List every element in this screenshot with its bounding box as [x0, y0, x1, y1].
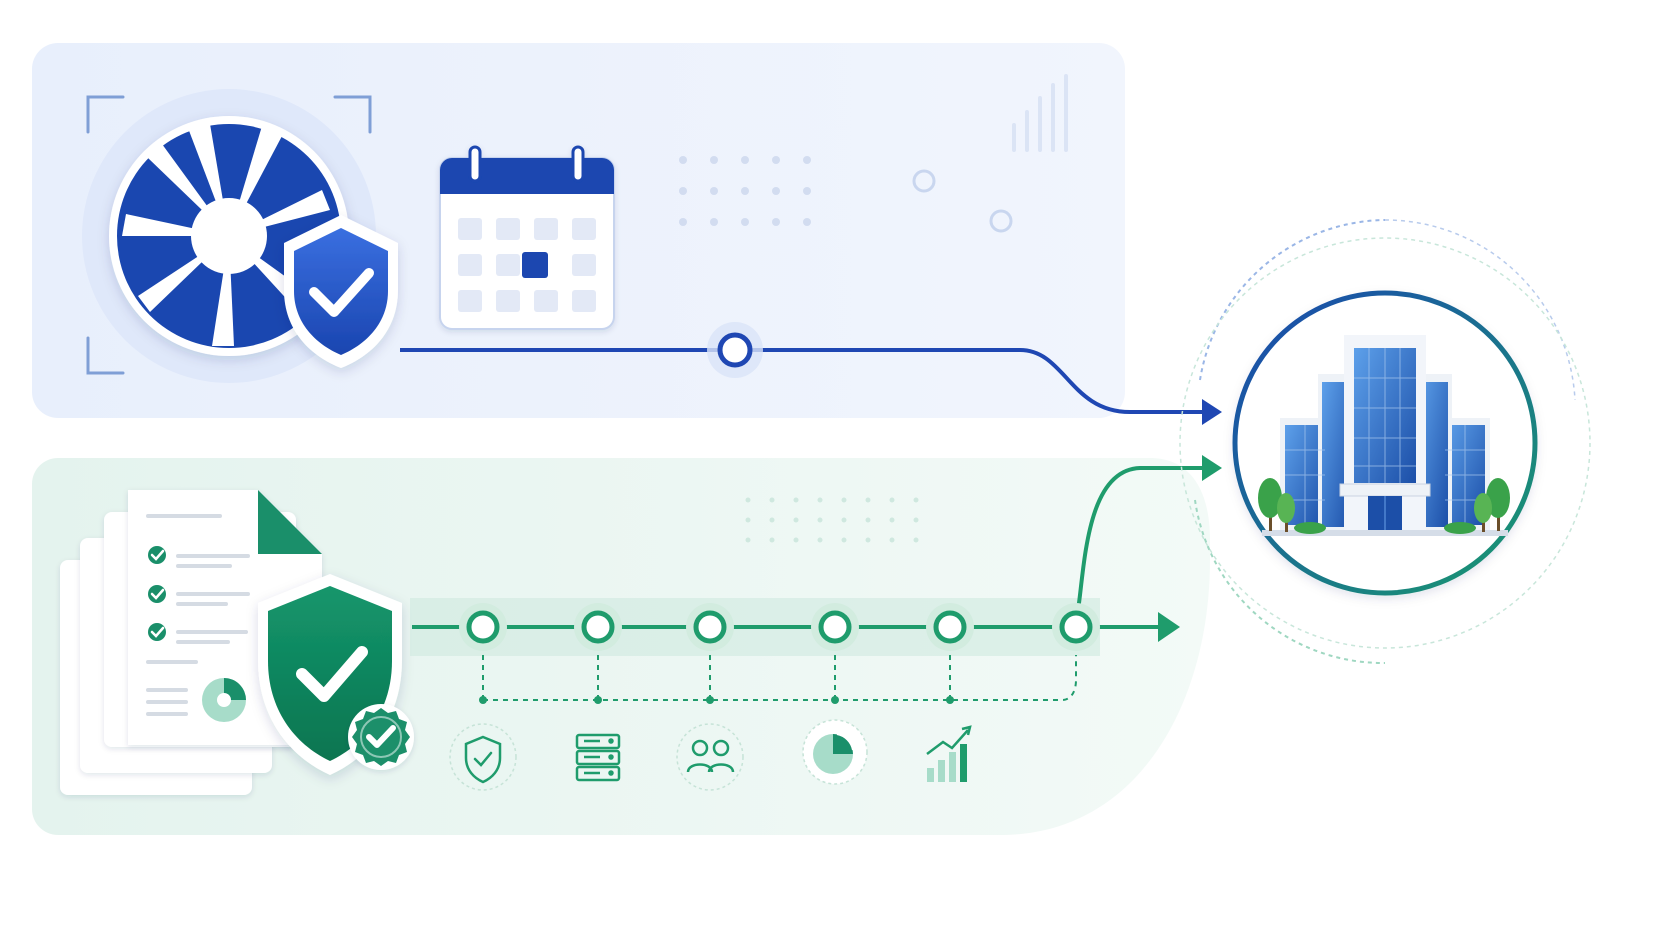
category-shield-icon	[449, 723, 517, 791]
bottom-flow-arrowhead	[1158, 612, 1180, 642]
milestone-node	[1052, 603, 1100, 651]
calendar-icon	[439, 145, 615, 330]
milestone-node	[811, 603, 859, 651]
category-users-icon	[676, 723, 744, 791]
top-milestone	[707, 322, 763, 378]
bottom-milestones	[459, 603, 1100, 651]
milestone-dashed-connector	[482, 655, 1077, 701]
connector-dots	[479, 696, 954, 704]
milestone-node	[926, 603, 974, 651]
top-flow-arrowhead	[1202, 399, 1222, 425]
decor-dot-grid-bottom	[745, 497, 919, 543]
pie-chart-icon	[202, 678, 246, 722]
viewfinder-brackets	[86, 95, 372, 375]
decor-bars-icon	[1012, 74, 1068, 152]
milestone-node	[459, 603, 507, 651]
milestone-node	[574, 603, 622, 651]
category-server-icon	[575, 733, 621, 782]
office-building-icon	[1232, 290, 1538, 596]
category-growth-chart-icon	[926, 725, 972, 782]
decor-dot-grid-top	[679, 156, 811, 226]
decor-ring	[912, 169, 936, 193]
top-flow-line	[400, 348, 1205, 414]
check-badge-icon	[348, 704, 414, 770]
destination-halo	[1179, 219, 1591, 665]
shield-check-icon	[284, 215, 398, 368]
milestone-node	[686, 603, 734, 651]
decor-ring	[989, 209, 1013, 233]
bottom-branch-arrowhead	[1202, 455, 1222, 481]
category-pie-chart-icon	[802, 719, 868, 785]
